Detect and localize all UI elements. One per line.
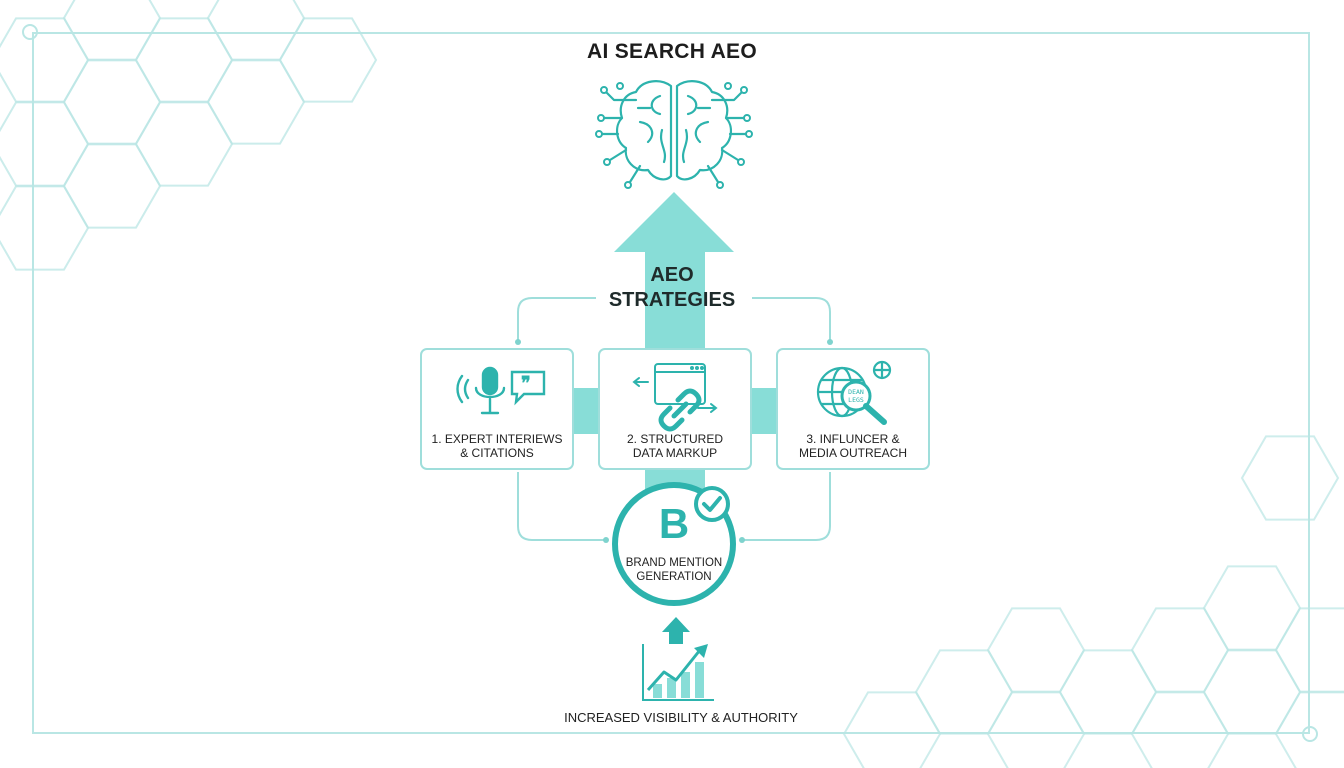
brand-label-line-2: GENERATION	[636, 571, 712, 583]
card-label-line-1: 2. STRUCTURED	[626, 432, 723, 446]
strategy-card-influencer-outreach: DEAN LEGS 3. INFLUNCER & MEDIA OUTREACH	[776, 348, 930, 470]
card-label-line-1: 3. INFLUNCER &	[806, 432, 900, 446]
background-hexagon	[1130, 691, 1230, 768]
brand-mention-node: B BRAND MENTION GENERATION	[612, 482, 736, 606]
background-hexagon	[278, 17, 378, 103]
svg-text:❞: ❞	[521, 373, 531, 393]
connector-bar-right	[748, 388, 778, 434]
card-label-line-2: & CITATIONS	[460, 446, 534, 460]
brand-letter: B	[658, 500, 690, 547]
small-up-arrow	[662, 617, 690, 644]
browser-link-icon	[632, 363, 718, 432]
card-label-line-2: DATA MARKUP	[632, 446, 718, 460]
brain-circuit-icon	[600, 80, 748, 184]
strategy-card-expert-interviews: ❞ 1. EXPERT INTERIEWS & CITATIONS	[420, 348, 574, 470]
background-hexagon	[0, 185, 90, 271]
connector-line-bottom-left	[517, 472, 604, 541]
growth-chart-icon	[642, 644, 714, 701]
brand-label: BRAND MENTION GENERATION	[618, 556, 730, 584]
frame-corner-dot	[1302, 726, 1318, 742]
diagram-title: AI SEARCH AEO	[587, 40, 757, 63]
microphone-speech-icon: ❞	[456, 366, 546, 415]
strategies-line-1: AEO	[650, 264, 694, 286]
card-label: 3. INFLUNCER & MEDIA OUTREACH	[778, 432, 928, 460]
card-label-line-1: 1. EXPERT INTERIEWS	[431, 432, 563, 446]
outcome-label: INCREASED VISIBILITY & AUTHORITY	[564, 710, 798, 725]
globe-magnifier-icon: DEAN LEGS	[816, 360, 892, 425]
brand-label-line-1: BRAND MENTION	[625, 557, 723, 569]
background-hexagon	[1274, 607, 1344, 693]
connector-bar-left	[572, 388, 602, 434]
card-label: 1. EXPERT INTERIEWS & CITATIONS	[422, 432, 572, 460]
connector-line-bottom-right	[744, 472, 831, 541]
diagram-frame	[32, 32, 1310, 734]
svg-text:LEGS: LEGS	[848, 396, 864, 404]
connector-line-top-left	[517, 297, 596, 340]
background-hexagon	[842, 691, 942, 768]
background-hexagon	[1240, 435, 1340, 521]
background-hexagon	[1274, 691, 1344, 768]
connector-line-top-right	[752, 297, 831, 340]
strategies-label: AEO STRATEGIES	[572, 263, 772, 313]
svg-text:DEAN: DEAN	[848, 388, 864, 396]
card-label-line-2: MEDIA OUTREACH	[798, 446, 907, 460]
strategies-line-2: STRATEGIES	[608, 289, 736, 311]
strategy-card-structured-data: 2. STRUCTURED DATA MARKUP	[598, 348, 752, 470]
checkmark-badge-icon	[694, 486, 730, 522]
card-label: 2. STRUCTURED DATA MARKUP	[600, 432, 750, 460]
